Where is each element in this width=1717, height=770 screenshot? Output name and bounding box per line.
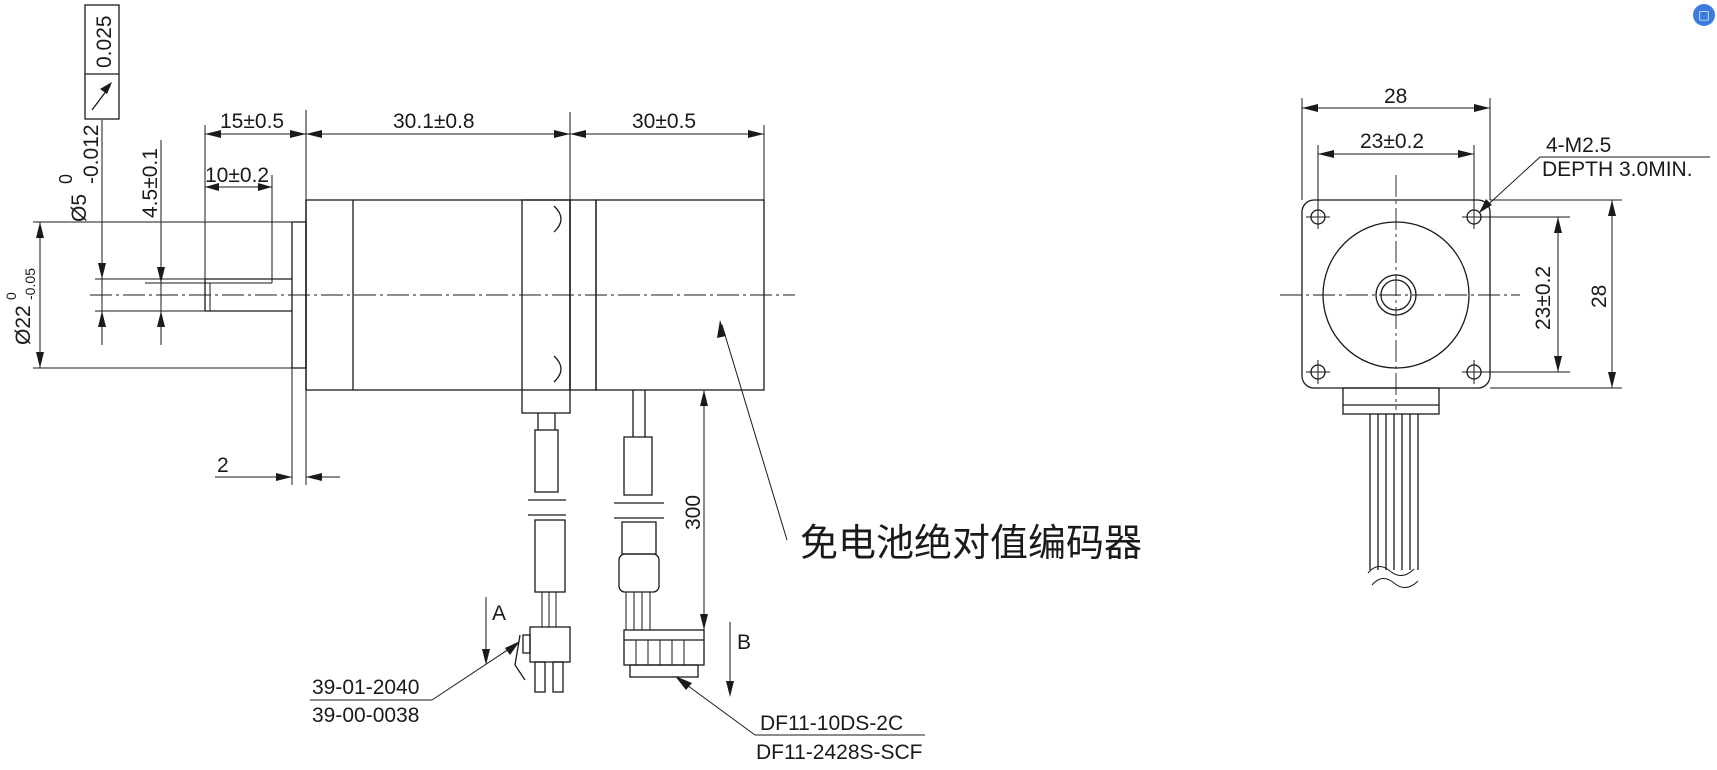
shaft-dia-lower: -0.012 [80,124,103,184]
hole-spec-leader: 4-M2.5 DEPTH 3.0MIN. [1479,134,1710,213]
pilot-dia-nominal: Ø22 [12,305,35,345]
dim-encoder-length: 30±0.5 [570,110,765,200]
dim-hole-spacing-v: 23±0.2 [1474,216,1570,373]
front-shaft-inner [1380,279,1412,311]
hole-spacing-horizontal: 23±0.2 [1360,130,1424,153]
cable-length: 300 [682,495,705,530]
dim-pilot-diameter: Ø22 0 -0.05 [3,221,292,369]
connector-a-terminal: 39-00-0038 [312,704,419,727]
encoder-label: 免电池绝对值编码器 [800,521,1142,565]
cable-a [514,413,571,693]
pilot-depth: 2 [217,454,229,477]
runout-tolerance: 0.025 [93,15,116,68]
encoder-length: 30±0.5 [632,110,696,133]
flat-length: 10±0.2 [205,164,269,187]
dim-flat-length: 10±0.2 [205,164,273,283]
front-cable-exit [1342,387,1440,588]
front-body-circle [1322,221,1470,369]
hole-spacing-vertical: 23±0.2 [1532,266,1555,330]
side-view: Ø22 0 -0.05 Ø5 0 -0.012 0.025 [3,4,1142,764]
flat-dim: 4.5±0.1 [139,148,162,218]
dim-front-height: 28 [1490,199,1622,389]
dim-motor-length: 30.1±0.8 [306,110,571,200]
connector-a [529,626,571,663]
dim-shaft-length: 15±0.5 [204,110,307,279]
dim-pilot-depth: 2 [215,368,340,485]
cable-b [614,390,705,678]
dim-shaft-diameter: Ø5 0 -0.012 [56,120,205,345]
dim-hole-spacing-h: 23±0.2 [1317,130,1475,210]
motor-length: 30.1±0.8 [393,110,475,133]
shaft-length: 15±0.5 [220,110,284,133]
shaft-dia-upper: 0 [56,174,76,184]
shaft [204,278,292,312]
dim-front-width: 28 [1301,85,1491,200]
runout-frame: 0.025 [84,4,120,120]
dim-cable-length: 300 [682,390,708,630]
view-b-label: B [737,631,751,654]
front-shaft-outer [1375,274,1417,316]
pilot-dia-upper: 0 [3,292,19,300]
encoder-leader: 免电池绝对值编码器 [717,320,1142,565]
app-badge-icon[interactable]: □ [1693,4,1715,26]
motor-body [305,199,571,414]
connector-a-housing: 39-01-2040 [312,676,419,699]
view-a-label: A [492,602,506,625]
view-a-marker: A [482,597,506,665]
connector-b-housing: DF11-10DS-2C [760,712,903,735]
front-view: 28 23±0.2 23±0.2 28 [1280,85,1710,588]
view-b-marker: B [726,622,751,697]
connector-a-leader: 39-01-2040 39-00-0038 [310,641,520,727]
shaft-dia-nominal: Ø5 [68,194,91,222]
pilot-dia-lower: -0.05 [22,268,38,300]
height-overall: 28 [1588,285,1611,308]
encoder-body [569,199,765,391]
connector-b-terminal: DF11-2428S-SCF [756,741,923,764]
dim-flat: 4.5±0.1 [139,140,205,345]
connector-b-leader: DF11-10DS-2C DF11-2428S-SCF [675,676,925,764]
runout-arrow-icon [91,82,112,111]
hole-spec: 4-M2.5 [1546,134,1611,157]
hole-depth: DEPTH 3.0MIN. [1542,158,1693,181]
width-overall: 28 [1384,85,1407,108]
